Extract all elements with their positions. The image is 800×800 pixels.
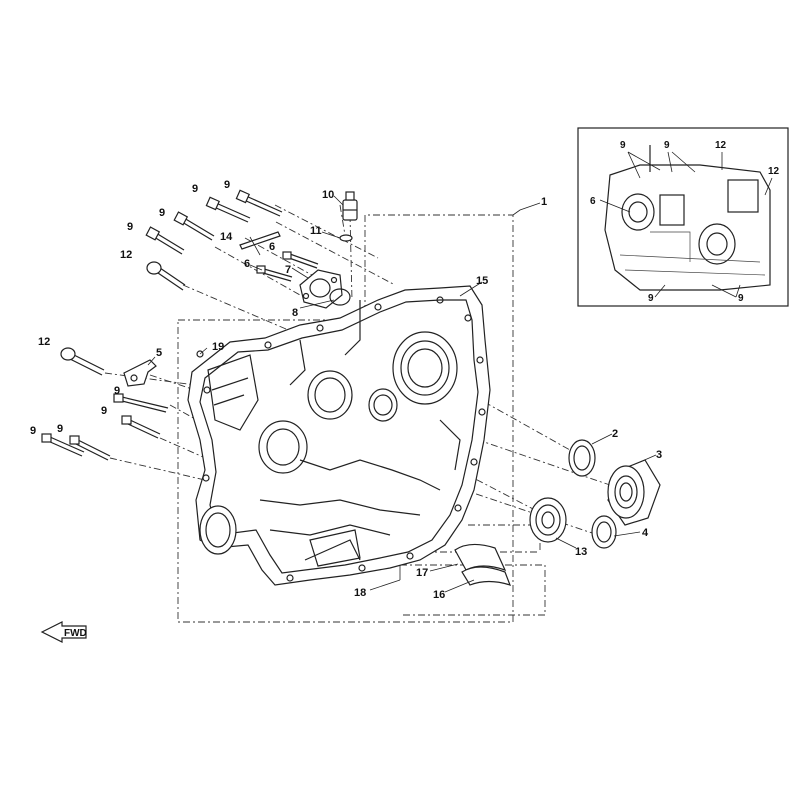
left-bolt-group (41, 347, 169, 461)
callout-15: 15 (476, 275, 488, 287)
callout-9e: 9 (114, 385, 120, 397)
callout-9g: 9 (30, 425, 36, 437)
callout-8: 8 (292, 307, 298, 319)
callout-11: 11 (310, 225, 322, 237)
case-bolt-holes (202, 296, 486, 582)
callout-2: 2 (612, 428, 618, 440)
bolt-9-c (173, 211, 215, 241)
bolt-9-h (69, 435, 111, 461)
fwd-arrow: FWD (40, 621, 87, 643)
callout-3: 3 (656, 449, 662, 461)
inset-callout-9d: 9 (738, 293, 744, 304)
bolt-9-e (113, 393, 169, 413)
bearing-group (454, 439, 661, 586)
inset-callout-9b: 9 (664, 140, 670, 151)
callout-6a: 6 (269, 241, 275, 253)
callout-10: 10 (322, 189, 334, 201)
upper-small-parts (196, 191, 358, 358)
inset-view: 9 9 12 12 6 9 9 (577, 127, 789, 307)
callout-13: 13 (575, 546, 587, 558)
bolt-9-d (145, 226, 185, 255)
bolt-12-b (60, 347, 105, 376)
callout-9h: 9 (57, 423, 63, 435)
o-ring-8 (329, 288, 351, 306)
callout-18: 18 (354, 587, 366, 599)
callout-9a: 9 (192, 183, 198, 195)
inset-callout-12b: 12 (768, 166, 780, 177)
callout-19: 19 (212, 341, 224, 353)
callout-labels: 1 2 3 4 5 6 6 7 8 9 9 9 9 9 9 9 9 10 11 … (30, 179, 662, 601)
bolt-9-f (121, 415, 161, 439)
callout-7: 7 (285, 264, 291, 276)
callout-9d: 9 (127, 221, 133, 233)
bearing-4 (591, 515, 617, 549)
callout-6b: 6 (244, 258, 250, 270)
bushing-16 (461, 566, 512, 586)
bearing-3 (607, 459, 661, 526)
sensor-10 (342, 191, 358, 221)
inset-callout-9a: 9 (620, 140, 626, 151)
seal-11 (339, 234, 353, 242)
plate-14 (239, 231, 281, 250)
bolt-9-b (205, 196, 251, 223)
inset-callout-6: 6 (590, 196, 596, 207)
fwd-label: FWD (64, 628, 87, 639)
bearing-13 (529, 497, 567, 543)
callout-9f: 9 (101, 405, 107, 417)
callout-9b: 9 (224, 179, 230, 191)
bolt-12-a (146, 261, 186, 291)
bracket-5 (123, 359, 157, 387)
callout-17: 17 (416, 567, 428, 579)
callout-12b: 12 (38, 336, 50, 348)
callout-16: 16 (433, 589, 445, 601)
bushing-17 (454, 543, 507, 572)
crankcase-half (187, 285, 491, 586)
inset-callout-9c: 9 (648, 293, 654, 304)
bolt-9-g (41, 433, 85, 457)
callout-12a: 12 (120, 249, 132, 261)
callout-4: 4 (642, 527, 649, 539)
inset-callout-12a: 12 (715, 140, 727, 151)
callout-9c: 9 (159, 207, 165, 219)
top-bolt-group (145, 189, 283, 291)
bolt-6-a (282, 251, 319, 269)
callout-1: 1 (541, 196, 547, 208)
callout-5: 5 (156, 347, 162, 359)
pump-7 (299, 269, 343, 309)
leader-lines (147, 195, 657, 593)
oil-seal-2 (568, 439, 596, 477)
callout-14: 14 (220, 231, 233, 243)
bolt-9-a (235, 189, 283, 217)
